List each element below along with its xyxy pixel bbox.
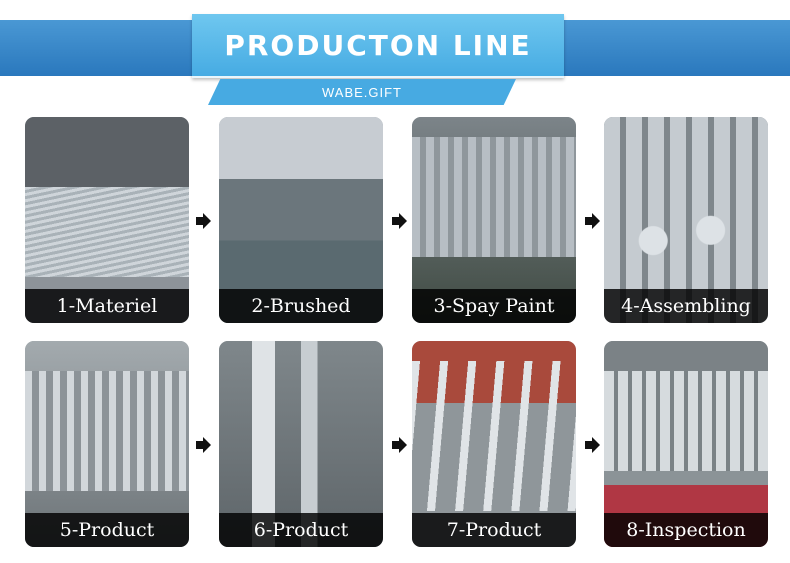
inspection-photo [604,341,768,547]
arrow-right-icon [392,213,407,229]
product-ashtrays-photo [412,341,576,547]
step-card-2[interactable]: 2-Brushed [219,117,383,323]
aluminum-tubes-photo [25,117,189,323]
product-stands-photo [219,341,383,547]
step-card-1[interactable]: 1-Materiel [25,117,189,323]
step-label: 6-Product [219,513,383,547]
product-posts-photo [25,341,189,547]
step-label: 3-Spay Paint [412,289,576,323]
subtitle-banner: WABE.GIFT [208,79,516,105]
step-label: 7-Product [412,513,576,547]
arrow-right-icon [585,213,600,229]
step-label: 2-Brushed [219,289,383,323]
site-name: WABE.GIFT [321,84,403,100]
step-card-6[interactable]: 6-Product [219,341,383,547]
arrow-right-icon [585,437,600,453]
assembling-photo [604,117,768,323]
arrow-right-icon [196,437,211,453]
step-card-8[interactable]: 8-Inspection [604,341,768,547]
step-card-5[interactable]: 5-Product [25,341,189,547]
step-label: 4-Assembling [604,289,768,323]
arrow-right-icon [196,213,211,229]
step-card-3[interactable]: 3-Spay Paint [412,117,576,323]
step-label: 8-Inspection [604,513,768,547]
title-banner: PRODUCTON LINE [192,14,564,78]
step-card-4[interactable]: 4-Assembling [604,117,768,323]
page-title: PRODUCTON LINE [224,28,532,62]
step-label: 5-Product [25,513,189,547]
brushing-workshop-photo [219,117,383,323]
arrow-right-icon [392,437,407,453]
spray-paint-photo [412,117,576,323]
step-card-7[interactable]: 7-Product [412,341,576,547]
step-label: 1-Materiel [25,289,189,323]
